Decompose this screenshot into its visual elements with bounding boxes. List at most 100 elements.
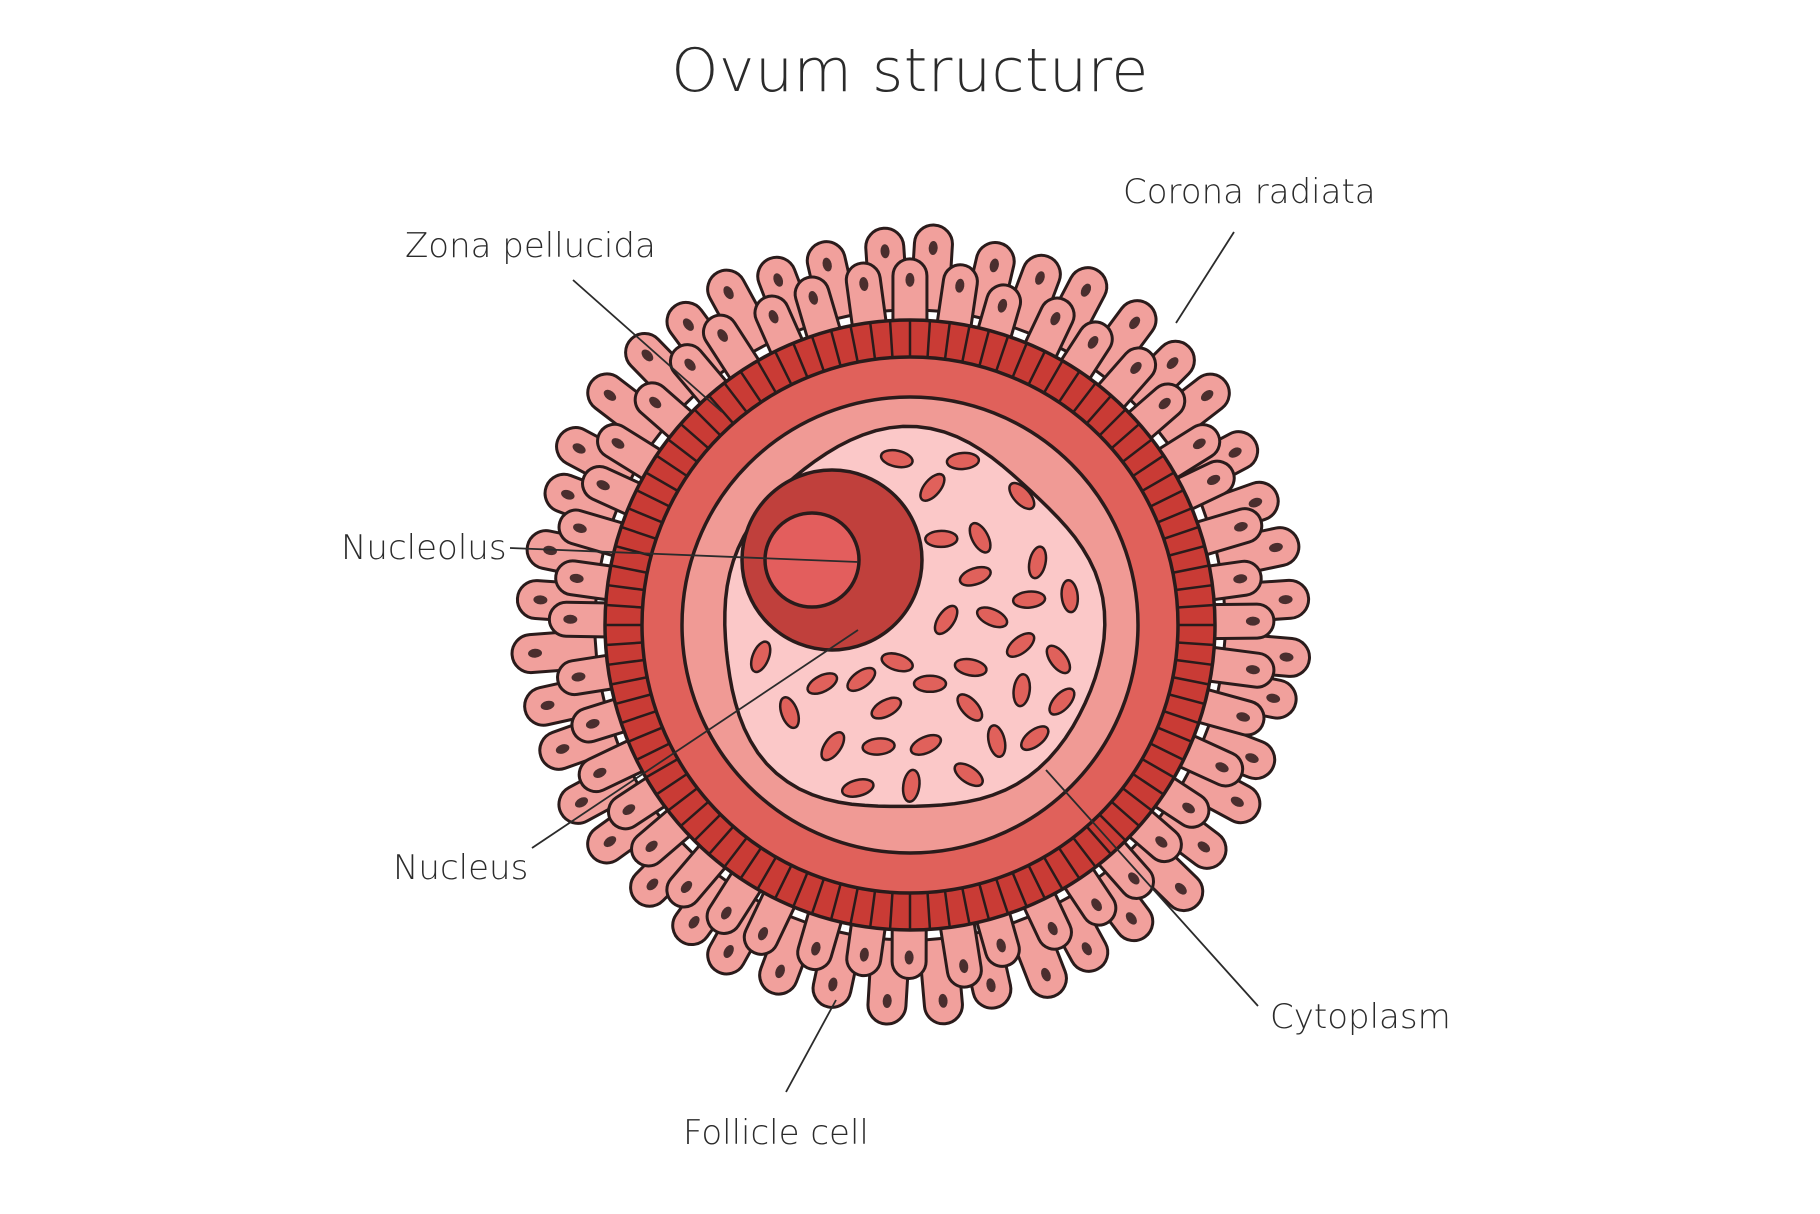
follicle-cell — [793, 275, 843, 344]
follicle-cell-nucleus — [720, 906, 732, 920]
zona-pellucida-segment — [667, 438, 699, 463]
label-nucleolus: Nucleolus — [341, 528, 507, 568]
follicle-cell-nucleus — [775, 964, 785, 979]
follicle-cell — [1191, 507, 1264, 558]
zona-pellucida-segment — [723, 382, 748, 414]
follicle-cell-nucleus — [723, 944, 734, 958]
follicle-cell-body — [554, 559, 617, 602]
zona-pellucida-segment — [707, 825, 735, 856]
zona-pellucida-segment — [1163, 709, 1200, 725]
zona-pellucida-segment — [1141, 471, 1175, 493]
follicle-cell-nucleus — [622, 804, 636, 815]
follicle-cell-nucleus — [773, 273, 784, 287]
follicle-cell-nucleus — [641, 349, 654, 362]
follicle-cell — [706, 268, 778, 360]
zona-pellucida-segment — [667, 787, 699, 812]
follicle-cell-nucleus — [723, 286, 734, 300]
zona-pellucida-segment — [756, 856, 778, 890]
follicle-cell-nucleus — [1047, 921, 1058, 936]
cytoplasm-granule — [820, 731, 846, 762]
zona-pellucida-segment — [627, 507, 663, 524]
label-nucleus: Nucleus — [393, 848, 529, 888]
cytoplasm-granule — [919, 472, 946, 502]
follicle-cell-nucleus — [1041, 967, 1051, 982]
follicle-cell-nucleus — [649, 396, 662, 409]
follicle-cell-nucleus — [1278, 595, 1293, 605]
zona-pellucida-segment — [810, 878, 826, 915]
zona-pellucida-segment — [723, 836, 748, 868]
follicle-cell-nucleus — [596, 480, 610, 491]
cytoplasm-granule — [778, 696, 801, 730]
label-cytoplasm: Cytoplasm — [1270, 997, 1451, 1037]
zona-pellucida-segment — [1072, 382, 1097, 414]
follicle-cell-body — [1203, 559, 1263, 602]
follicle-cell-nucleus — [1215, 762, 1229, 773]
cytoplasm-granule — [912, 674, 948, 694]
leader-lines — [509, 231, 1259, 1093]
follicle-cell — [1004, 910, 1068, 999]
follicle-cell-nucleus — [1236, 712, 1250, 722]
zona-pellucida-segment — [1177, 641, 1215, 647]
zona-pellucida-segment — [756, 360, 778, 394]
follicle-cell-body — [793, 275, 843, 344]
zona-pellucida-segment — [961, 887, 971, 925]
zona-pellucida-segment — [620, 709, 657, 725]
leader-follicle-cell — [785, 999, 837, 1093]
follicle-cell-body — [1004, 910, 1068, 999]
follicle-cell — [1146, 372, 1231, 450]
follicle-cell-nucleus — [905, 272, 915, 287]
cytoplasm-granule — [933, 604, 959, 636]
zona-pellucida-segment — [1085, 394, 1113, 425]
follicle-cell — [557, 508, 629, 559]
zona-pellucida-segment — [810, 335, 826, 372]
zona-pellucida-segment — [1098, 813, 1127, 842]
follicle-cell — [577, 737, 649, 794]
zona-pellucida-segment — [1157, 507, 1193, 524]
leader-zona-pellucida — [572, 279, 723, 413]
follicle-cell-nucleus — [996, 938, 1006, 953]
follicle-cell — [891, 257, 929, 327]
follicle-cell-body — [556, 653, 618, 697]
follicle-cell — [629, 833, 704, 908]
cytoplasm-granule — [1045, 644, 1072, 675]
follicle-cell-nucleus — [569, 573, 584, 583]
cytoplasm-granule — [953, 762, 984, 788]
zona-pellucida-segment — [868, 322, 877, 360]
follicle-cell-body — [796, 906, 845, 971]
zona-pellucida-segment — [1042, 360, 1064, 394]
follicle-cell-nucleus — [938, 993, 948, 1008]
zona-pellucida-segment — [1042, 856, 1064, 890]
follicle-cell-nucleus — [1269, 542, 1283, 553]
zona-pellucida-segment — [926, 320, 932, 358]
zona-pellucida-segment — [1163, 525, 1200, 541]
follicle-cell-nucleus — [1155, 836, 1168, 848]
zona-pellucida-segment — [978, 883, 991, 920]
zona-pellucida-segment — [1172, 676, 1210, 686]
follicle-cell-body — [845, 918, 888, 978]
corona-radiata-layer — [510, 223, 1311, 1026]
zona-pellucida-segment — [994, 335, 1010, 372]
follicle-cell — [556, 653, 618, 697]
zona-pellucida-segment — [605, 603, 643, 609]
follicle-cell — [742, 887, 798, 956]
cytoplasm-granule — [953, 657, 988, 678]
zona-pellucida-segment — [849, 887, 859, 925]
follicle-cell — [586, 372, 673, 451]
zona-pellucida-segment — [1168, 693, 1205, 706]
cytoplasm-granule — [956, 693, 984, 722]
follicle-cell-nucleus — [684, 358, 696, 371]
follicle-cell — [1174, 732, 1245, 788]
zona-pellucida-segment — [1177, 603, 1215, 609]
follicle-cell-nucleus — [593, 767, 607, 778]
follicle-cell-nucleus — [1050, 312, 1061, 326]
follicle-cell-nucleus — [1266, 693, 1281, 703]
follicle-cell-body — [547, 600, 612, 639]
zona-pellucida-segment — [1149, 488, 1185, 508]
label-corona-radiata: Corona radiata — [1123, 172, 1376, 212]
follicle-cell-nucleus — [1091, 898, 1102, 912]
cytoplasm-granule — [945, 451, 981, 471]
follicle-cell — [938, 917, 983, 989]
cytoplasm-granule — [1060, 579, 1080, 614]
cytoplasm-granule — [749, 640, 772, 674]
